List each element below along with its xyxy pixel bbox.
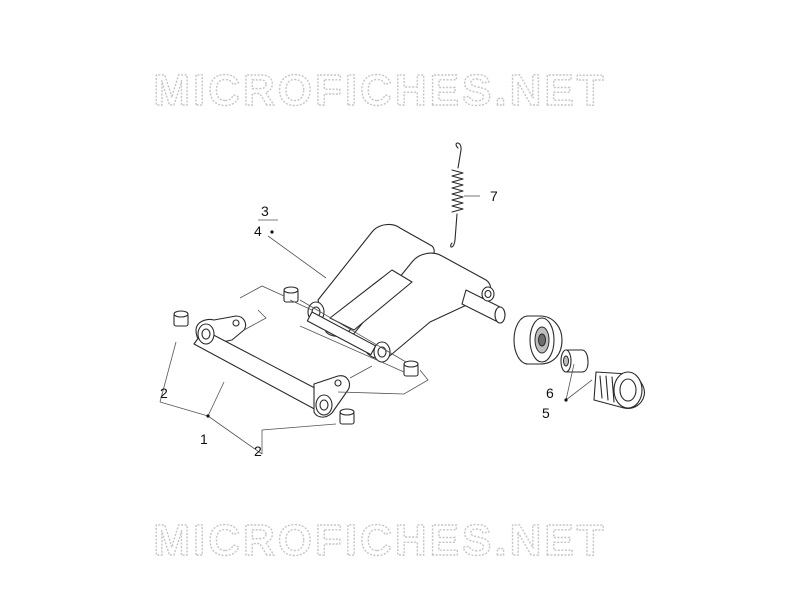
bushing-part-2-lower [339, 408, 355, 425]
callout-4: 4 [254, 223, 262, 239]
assembly-lines [239, 285, 429, 395]
watermark-bottom: MICROFICHES.NET [153, 516, 606, 565]
bushing-part-6 [560, 349, 589, 373]
callout-7: 7 [490, 188, 498, 204]
spring-part-7 [450, 142, 464, 248]
bushing-part-4-lower [403, 360, 419, 377]
watermark-top: MICROFICHES.NET [153, 66, 606, 115]
leader-lines [159, 195, 593, 455]
callout-dot-1 [206, 414, 210, 418]
callout-dot-4 [270, 230, 274, 234]
bushing-part-4-upper [283, 286, 299, 303]
shaft-part-1 [193, 315, 351, 418]
sleeve-part-5 [593, 371, 645, 409]
callout-dot-6 [564, 398, 568, 402]
swing-arm-part [306, 223, 506, 363]
callout-6: 6 [546, 385, 554, 401]
callout-2-right: 2 [254, 443, 262, 459]
bushing-part-2-upper [173, 310, 189, 327]
bearing-wheel-part [513, 315, 563, 365]
callout-2-left: 2 [160, 385, 168, 401]
callout-3: 3 [261, 203, 269, 219]
callout-5: 5 [542, 405, 550, 421]
callout-labels: 7 3 4 2 1 2 6 5 [160, 188, 568, 459]
callout-1: 1 [200, 431, 208, 447]
